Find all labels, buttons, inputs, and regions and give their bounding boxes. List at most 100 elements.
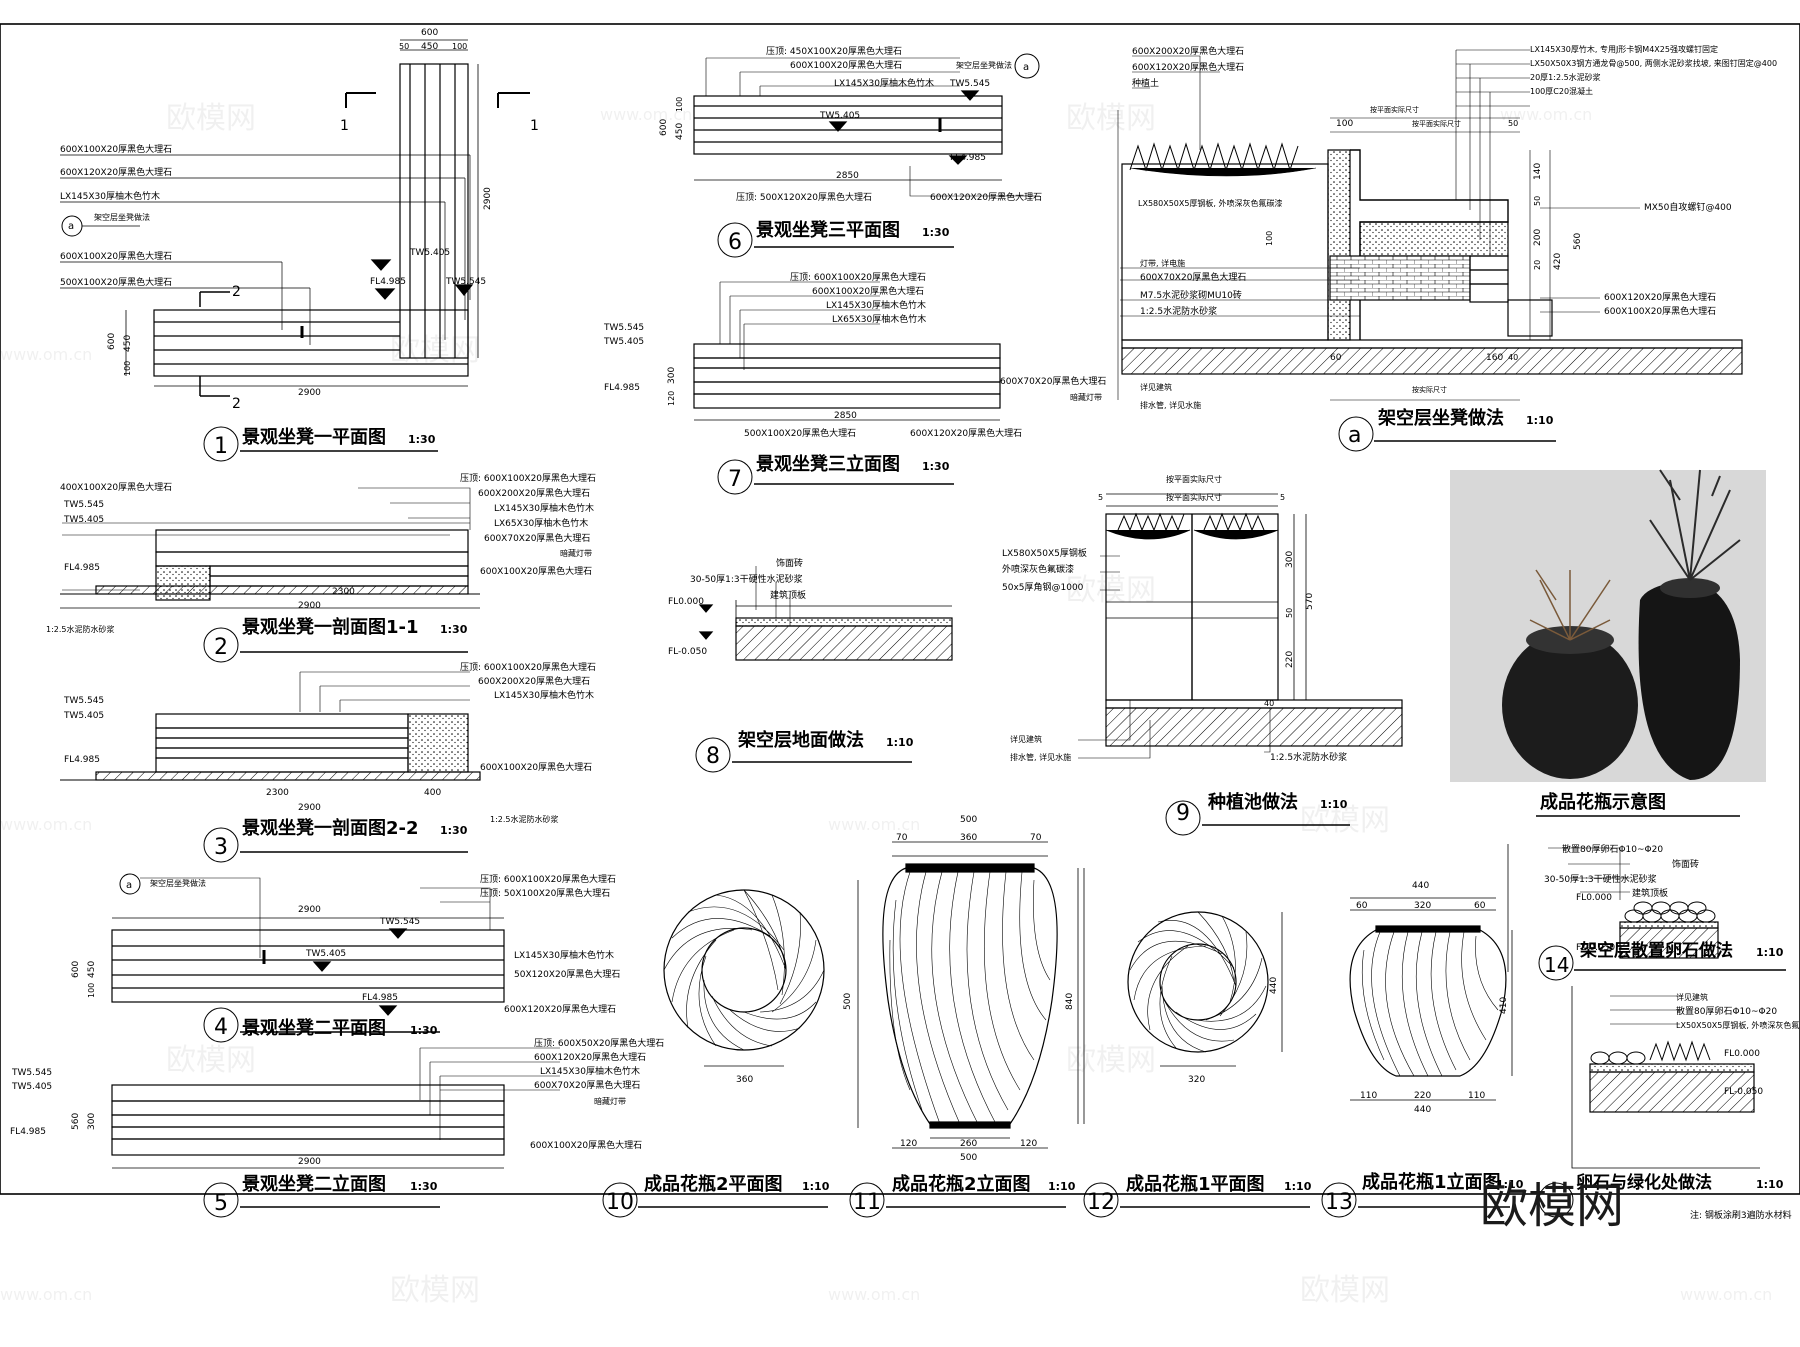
d9-dim: 570	[1305, 593, 1315, 610]
d14-level: FL-0.050	[1576, 943, 1615, 953]
d2-label: LX145X30厚柚木色竹木	[494, 502, 594, 514]
drawing-a-text: 600X200X20厚黑色大理石 600X120X20厚黑色大理石 种植土 LX…	[1132, 44, 1777, 448]
watermark: 欧模网	[1066, 1043, 1156, 1078]
da-label: LX145X30厚竹木, 专用J形卡钢M4X25强攻螺钉固定	[1530, 44, 1718, 54]
d10-title: 成品花瓶2平面图	[644, 1173, 783, 1195]
da-label: 按平面实际尺寸	[1370, 105, 1419, 114]
drawing-15-pebble-green	[1538, 986, 1760, 1218]
d2-label: 压顶: 600X100X20厚黑色大理石	[460, 472, 596, 484]
d5-label: LX145X30厚柚木色竹木	[540, 1065, 640, 1077]
d11-dim: 70	[1030, 833, 1042, 843]
d13-dim: 110	[1468, 1091, 1485, 1101]
d6-scale: 1:30	[922, 226, 950, 239]
d3-label: 1:2.5水泥防水砂浆	[490, 814, 559, 824]
d1-dim: 450	[123, 335, 133, 352]
d4-level: TW5.545	[379, 917, 420, 927]
d1-section-mark: 1	[530, 118, 539, 134]
d5-num: 5	[214, 1191, 228, 1216]
d4-detail-ref: a	[126, 880, 132, 891]
d3-dim: 400	[424, 788, 441, 798]
d1-dim-top: 600	[421, 28, 438, 38]
da-dim: 200	[1533, 229, 1543, 246]
d14-label: 饰面砖	[1672, 858, 1699, 870]
da-label: LX580X50X5厚钢板, 外喷深灰色氟碳漆	[1138, 198, 1283, 208]
d9-dim: 220	[1285, 651, 1295, 668]
d1-dim: 50	[399, 42, 409, 51]
d1-detail-ref: a	[68, 221, 74, 232]
d5-level: TW5.405	[11, 1082, 52, 1092]
d7-label: 600X120X20厚黑色大理石	[910, 427, 1022, 439]
d11-dim: 120	[900, 1139, 917, 1149]
da-label: 种植土	[1132, 77, 1159, 89]
d7-num: 7	[728, 467, 742, 492]
d8-scale: 1:10	[886, 736, 914, 749]
watermark-url: www.om.cn	[828, 1285, 920, 1304]
d9-label: 详见建筑	[1010, 734, 1042, 744]
d9-label: 按平面实际尺寸	[1166, 474, 1222, 484]
d7-level: TW5.545	[603, 323, 644, 333]
d5-title: 景观坐凳二立面图	[242, 1173, 386, 1195]
drawing-4-text: a 架空层坐凳做法 压顶: 600X100X20厚黑色大理石 压顶: 50X10…	[71, 873, 620, 1040]
d1-dim-bottom: 2900	[298, 388, 321, 398]
d4-title: 景观坐凳二平面图	[242, 1017, 386, 1039]
drawing-6-text: 压顶: 450X100X20厚黑色大理石 600X100X20厚黑色大理石 LX…	[659, 45, 1042, 255]
d13-dim: 410	[1499, 997, 1509, 1014]
d10-dim: 360	[736, 1075, 753, 1085]
d12-title: 成品花瓶1平面图	[1126, 1173, 1265, 1195]
watermark-url: www.om.cn	[600, 105, 692, 124]
watermark-logo: 欧模网	[1480, 1178, 1624, 1234]
watermark-url: www.om.cn	[1500, 105, 1592, 124]
drawing-1-text: 600X100X20厚黑色大理石 600X120X20厚黑色大理石 LX145X…	[60, 28, 539, 459]
d5-label: 压顶: 600X50X20厚黑色大理石	[534, 1037, 664, 1049]
d1-dim: 100	[452, 42, 467, 51]
d2-scale: 1:30	[440, 623, 468, 636]
d1-dim-right: 2900	[483, 187, 493, 210]
d4-dim: 100	[87, 983, 96, 998]
d1-label: 600X120X20厚黑色大理石	[60, 166, 172, 178]
d9-label: 排水管, 详见水施	[1010, 752, 1071, 762]
drawing-5-text: 压顶: 600X50X20厚黑色大理石 600X120X20厚黑色大理石 LX1…	[10, 1037, 664, 1216]
da-dim: 100	[1336, 119, 1353, 129]
d2-label: 400X100X20厚黑色大理石	[60, 481, 172, 493]
d15-label: 散置80厚卵石Φ10~Φ20	[1676, 1005, 1777, 1017]
d8-level: FL0.000	[668, 597, 704, 607]
d4-dim: 450	[87, 961, 97, 978]
d15-title: 卵石与绿化处做法	[1576, 1172, 1712, 1193]
d11-title: 成品花瓶2立面图	[892, 1173, 1031, 1195]
d1-level: TW5.405	[409, 248, 450, 258]
d1-label: 600X100X20厚黑色大理石	[60, 250, 172, 262]
d2-label: 600X200X20厚黑色大理石	[478, 487, 590, 499]
da-num: a	[1348, 423, 1361, 448]
da-dim: 20	[1533, 260, 1542, 270]
drawing-5-elevation	[111, 1047, 560, 1218]
d12-dim: 440	[1269, 977, 1279, 994]
d5-scale: 1:30	[410, 1180, 438, 1193]
d11-dim: 260	[960, 1139, 977, 1149]
vase-photo	[1450, 469, 1766, 782]
watermark-url: www.om.cn	[0, 815, 92, 834]
d1-dim: 450	[421, 42, 438, 52]
d1-dim: 600	[107, 333, 117, 350]
d14-title: 架空层散置卵石做法	[1580, 940, 1733, 961]
d5-label: 600X120X20厚黑色大理石	[534, 1051, 646, 1063]
d9-label: 按平面实际尺寸	[1166, 492, 1222, 502]
d2-num: 2	[214, 635, 228, 660]
d13-dim: 60	[1356, 901, 1368, 911]
d7-label: LX145X30厚柚木色竹木	[826, 299, 926, 311]
d1-section-mark: 2	[232, 284, 241, 300]
d13-dim: 440	[1412, 881, 1429, 891]
d14-scale: 1:10	[1756, 946, 1784, 959]
watermark: 欧模网	[1066, 101, 1156, 136]
d9-label: LX580X50X5厚钢板	[1002, 547, 1087, 559]
d4-scale: 1:30	[410, 1024, 438, 1037]
da-label: 1:2.5水泥防水砂浆	[1140, 305, 1217, 317]
drawing-8-text: 饰面砖 30-50厚1:3干硬性水泥砂浆 建筑顶板 FL0.000 FL-0.0…	[668, 557, 914, 769]
d11-dim: 840	[1065, 993, 1075, 1010]
d9-title: 种植池做法	[1207, 791, 1298, 813]
d6-label: 架空层坐凳做法	[956, 60, 1012, 70]
d11-dim: 500	[960, 1153, 977, 1163]
d13-dim: 440	[1414, 1105, 1431, 1115]
drawing-12-vase-plan	[1083, 911, 1310, 1218]
d3-dim: 2300	[266, 788, 289, 798]
